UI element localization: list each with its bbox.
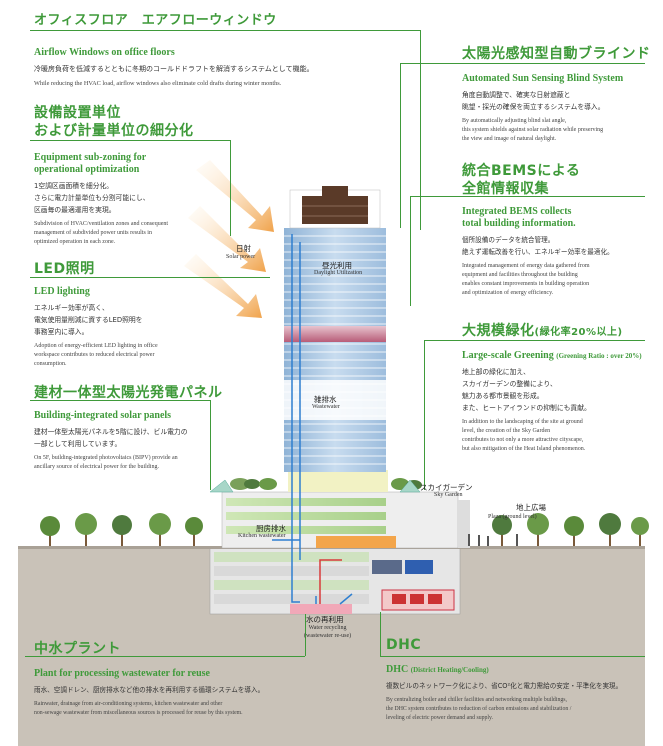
connector-subzoning (30, 140, 230, 141)
led-jp-body: エネルギー効率が高く、 電気使用量削減に資するLED照明を 事務室内に導入。 (34, 304, 143, 336)
connector-dhc (380, 656, 645, 657)
dhc-en-sub: (District Heating/Cooling) (410, 666, 489, 674)
label-solar-power-en: Solar power (226, 254, 256, 260)
connector-blind-v (400, 63, 401, 228)
greening-jp-title: 大規模緑化 (462, 323, 535, 339)
solar-jp-title: 建材一体型太陽光発電パネル (34, 385, 223, 401)
bems-en-title: Integrated BEMS collects total building … (462, 206, 576, 229)
solar-en-body: On 5F, building-integrated photovoltaics… (34, 455, 178, 470)
wastewater-jp-body: 雨水、空調ドレン、厨房排水など他の排水を再利用する循環システムを導入。 (34, 686, 265, 694)
greening-en-title: Large-scale Greening (462, 350, 554, 361)
section-wastewater: 中水プラント Plant for processing wastewater f… (34, 640, 364, 718)
blind-en-body: By automatically adjusting blind slat an… (462, 118, 604, 142)
dhc-en-title-row: DHC (District Heating/Cooling) (386, 664, 658, 676)
label-kitchen-jp: 厨房排水 (256, 524, 286, 533)
connector-subzoning-v (230, 140, 231, 236)
dhc-jp-title: DHC (386, 637, 422, 653)
pipes (272, 234, 353, 605)
recycling-plant (290, 604, 352, 614)
led-en-title: LED lighting (34, 286, 90, 297)
led-en-body: Adoption of energy-efficient LED lightin… (34, 343, 158, 367)
connector-airflow-v (420, 30, 421, 230)
airflow-jp-title: オフィスフロア エアフローウィンドウ (34, 13, 277, 28)
machine-floor (284, 326, 386, 342)
wastewater-en-body: Rainwater, drainage from air-conditionin… (34, 701, 243, 716)
label-wastewater-en: Wastewater (312, 404, 340, 410)
blind-jp-title: 太陽光感知型自動ブラインド (462, 46, 651, 62)
connector-led (30, 277, 270, 278)
blind-jp-body: 角度自動調整で、確実な日射遮蔽と 眺望・採光の確保を両立するシステムを導入。 (462, 91, 605, 111)
subzoning-jp-body: 1空調区画面積を細分化。 さらに電力計量単位も分割可能にし、 区画毎の最適運用を… (34, 182, 150, 214)
greening-jp-sub: (緑化率20%以上) (534, 327, 623, 338)
label-solar-power-jp: 日射 (236, 244, 251, 253)
section-subzoning: 設備設置単位 および計量単位の細分化 Equipment sub-zoning … (34, 104, 234, 247)
bems-jp-title: 統合BEMSによる 全館情報収集 (462, 163, 581, 197)
label-kitchen-en: Kitchen wastewater (238, 533, 286, 539)
subzoning-jp-title: 設備設置単位 および計量単位の細分化 (34, 105, 194, 139)
greening-en-sub: (Greening Ratio : over 20%) (556, 352, 642, 360)
solar-arrows (184, 160, 274, 318)
section-led: LED照明 LED lighting エネルギー効率が高く、 電気使用量削減に資… (34, 260, 234, 369)
people (468, 534, 518, 546)
greening-jp-body: 地上部の緑化に加え、 スカイガーデンの整備により、 魅力ある都市景観を形成。 ま… (462, 368, 591, 412)
connector-airflow (30, 30, 420, 31)
connector-wastewater-v (305, 614, 306, 656)
wastewater-jp-title: 中水プラント (34, 641, 121, 657)
label-plaza-en: Plaza (ground level) (488, 514, 537, 520)
bems-en-body: Integrated management of energy data gat… (462, 263, 590, 296)
connector-dhc-v (380, 612, 381, 656)
blind-en-title: Automated Sun Sensing Blind System (462, 73, 624, 84)
connector-solar (30, 400, 210, 401)
label-skygarden-en: Sky Garden (434, 492, 463, 498)
dhc-en-title: DHC (386, 664, 409, 675)
label-plaza-jp: 地上広場 (516, 503, 546, 512)
connector-wastewater (25, 656, 305, 657)
section-blind: 太陽光感知型自動ブラインド Automated Sun Sensing Blin… (462, 45, 658, 144)
subzoning-en-title: Equipment sub-zoning for operational opt… (34, 152, 147, 175)
solar-en-title: Building-integrated solar panels (34, 410, 172, 421)
label-recycling-jp: 水の再利用 (306, 615, 344, 624)
airflow-en-title: Airflow Windows on office floors (34, 47, 175, 58)
tower (284, 228, 386, 472)
bems-jp-body: 個所設備のデータを統合管理。 絶えず運転改善を行い、エネルギー効率を最適化。 (462, 236, 614, 256)
section-airflow: オフィスフロア エアフローウィンドウ Airflow Windows on of… (34, 12, 414, 88)
solar-jp-body: 建材一体型太陽光パネルを5階に設け、ビル電力の 一部として利用しています。 (34, 428, 188, 448)
led-jp-title: LED照明 (34, 261, 95, 277)
dhc-jp-body: 複数ビルのネットワーク化により、省CO²化と電力需給の安定・平準化を実現。 (386, 682, 623, 690)
label-recycling-en: Water recycling (wastewater re-use) (304, 625, 352, 639)
connector-greening-v (424, 340, 425, 490)
label-daylight-jp: 昼光利用 (322, 261, 352, 270)
wastewater-en-title: Plant for processing wastewater for reus… (34, 668, 210, 679)
airflow-jp-body: 冷暖房負荷を低減するとともに冬期のコールドドラフトを解消するシステムとして機能。 (34, 65, 314, 73)
connector-solar-v (210, 400, 211, 490)
connector-blind (400, 63, 645, 64)
section-bems: 統合BEMSによる 全館情報収集 Integrated BEMS collect… (462, 162, 658, 298)
connector-bems (410, 196, 645, 197)
section-dhc: DHC DHC (District Heating/Cooling) 複数ビルの… (386, 636, 658, 723)
trees (40, 513, 649, 546)
connector-greening (424, 340, 645, 341)
section-solar: 建材一体型太陽光発電パネル Building-integrated solar … (34, 384, 264, 472)
section-greening: 大規模緑化(緑化率20%以上) Large-scale Greening (Gr… (462, 322, 658, 454)
connector-bems-v (410, 196, 411, 306)
dhc-en-body: By centralizing boiler and chiller facil… (386, 697, 572, 721)
label-skygarden-jp: スカイガーデン (420, 483, 473, 492)
greening-en-title-row: Large-scale Greening (Greening Ratio : o… (462, 350, 658, 362)
greening-jp-title-row: 大規模緑化(緑化率20%以上) (462, 322, 658, 342)
subzoning-en-body: Subdivision of HVAC/ventilation zones an… (34, 221, 169, 245)
sky-garden (288, 470, 388, 492)
core-white (284, 380, 386, 420)
label-daylight-en: Daylight Utilization (314, 270, 363, 276)
airflow-en-body: While reducing the HVAC load, airflow wi… (34, 80, 282, 87)
greening-en-body: In addition to the landscaping of the si… (462, 419, 586, 452)
label-wastewater-jp: 雑排水 (314, 395, 337, 404)
